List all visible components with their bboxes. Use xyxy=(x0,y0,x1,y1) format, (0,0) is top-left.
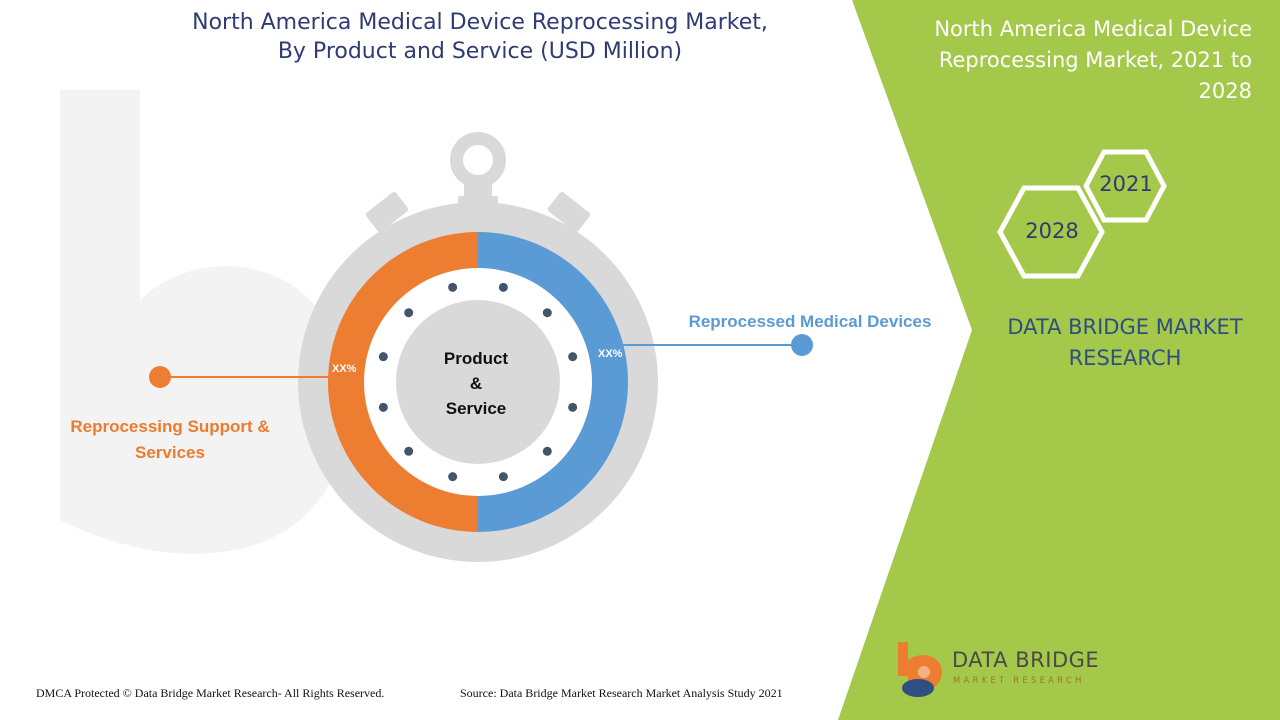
side-panel-title: North America Medical Device Reprocessin… xyxy=(900,14,1252,107)
connector-marker-right xyxy=(791,334,813,356)
dial-dot xyxy=(498,472,508,482)
side-title-line-1: North America Medical Device xyxy=(934,17,1252,41)
brand-line-1: DATA BRIDGE MARKET xyxy=(1007,315,1243,339)
dial-dot xyxy=(568,352,578,362)
connector-marker-left xyxy=(149,366,171,388)
center-label-line-3: Service xyxy=(445,399,507,418)
center-label: Product & Service xyxy=(396,346,556,421)
title-line-2: By Product and Service (USD Million) xyxy=(277,39,683,64)
dial-dot xyxy=(448,282,458,292)
legend-left-line-1: Reprocessing Support & xyxy=(70,417,270,436)
side-title-line-3: 2028 xyxy=(1198,79,1252,103)
side-title-line-2: Reprocessing Market, 2021 to xyxy=(938,48,1252,72)
dial-dot xyxy=(568,402,578,412)
hexagon-icon xyxy=(1083,149,1167,223)
title-line-1: North America Medical Device Reprocessin… xyxy=(192,10,768,35)
hex-year-2021: 2021 xyxy=(1099,172,1153,196)
source-note: Source: Data Bridge Market Research Mark… xyxy=(460,686,783,700)
slice-value-label-right: XX% xyxy=(598,348,623,360)
dial-dot xyxy=(378,352,388,362)
dial-dots xyxy=(378,282,578,482)
dial-dot xyxy=(404,446,414,456)
logo-name: DATA BRIDGE xyxy=(952,648,1100,672)
copyright-notice: DMCA Protected © Data Bridge Market Rese… xyxy=(36,686,385,700)
dial-dot xyxy=(498,282,508,292)
brand-name: DATA BRIDGE MARKET RESEARCH xyxy=(980,312,1270,374)
legend-connectors xyxy=(149,334,813,388)
hex-year-2028: 2028 xyxy=(1025,219,1079,243)
dial-dot xyxy=(378,402,388,412)
center-label-line-2: & xyxy=(469,374,483,393)
dial-dot xyxy=(542,308,552,318)
legend-left-line-2: Services xyxy=(135,443,205,462)
legend-entry-support-services: Reprocessing Support & Services xyxy=(40,414,300,466)
center-disc xyxy=(396,300,560,464)
page-title: North America Medical Device Reprocessin… xyxy=(130,8,830,66)
dial-dot xyxy=(542,446,552,456)
slice-value-label-left: XX% xyxy=(332,363,357,375)
center-label-line-1: Product xyxy=(443,349,509,368)
hexagon-icon xyxy=(997,185,1105,279)
logo-tagline: MARKET RESEARCH xyxy=(953,676,1085,686)
dial-dot xyxy=(404,308,414,318)
brand-line-2: RESEARCH xyxy=(1068,346,1182,370)
dial-dot xyxy=(448,472,458,482)
legend-entry-reprocessed-devices: Reprocessed Medical Devices xyxy=(688,312,932,331)
